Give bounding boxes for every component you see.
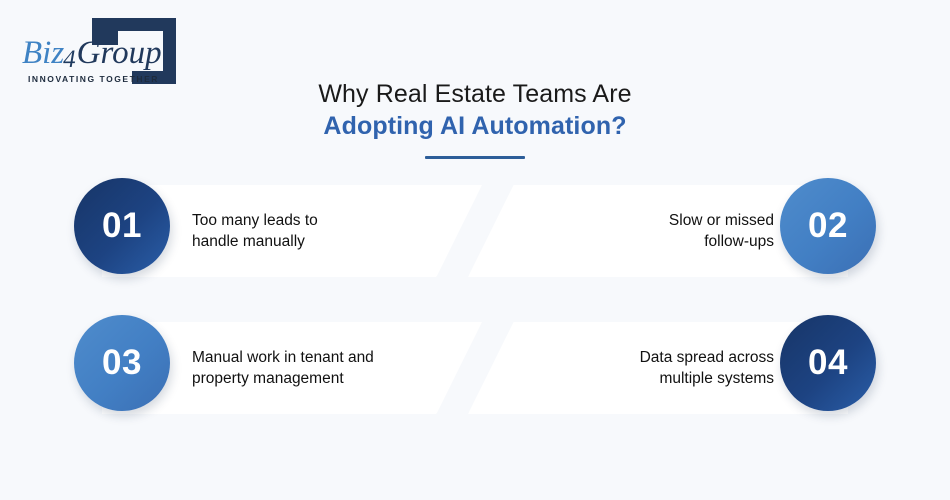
card-text-line-2: property management xyxy=(192,370,344,387)
card-number-badge: 03 xyxy=(74,315,170,411)
logo-tagline: INNOVATING TOGETHER xyxy=(28,74,159,84)
logo-text-biz: Biz xyxy=(22,35,65,71)
card-text-line-2: follow-ups xyxy=(704,233,774,250)
card-text-line-1: Slow or missed xyxy=(668,212,774,229)
card-text: Data spread across multiple systems xyxy=(506,322,774,414)
card-text: Too many leads to handle manually xyxy=(192,185,452,277)
card-text-line-1: Manual work in tenant and xyxy=(192,349,374,366)
card-text-line-2: handle manually xyxy=(192,233,305,250)
card-text-line-1: Too many leads to xyxy=(192,212,318,229)
card-number-badge: 02 xyxy=(780,178,876,274)
card-number-badge: 01 xyxy=(74,178,170,274)
list-item[interactable]: 02 Slow or missed follow-ups xyxy=(466,178,876,298)
logo-bracket-icon xyxy=(92,18,176,84)
logo-wordmark: Biz4Group xyxy=(22,32,172,74)
card-text-line-1: Data spread across xyxy=(639,349,774,366)
card-text-line-2: multiple systems xyxy=(659,370,774,387)
logo-text-group: Group xyxy=(76,35,162,71)
card-text: Manual work in tenant and property manag… xyxy=(192,322,452,414)
page-title: Why Real Estate Teams Are Adopting AI Au… xyxy=(0,78,950,159)
list-item[interactable]: 04 Data spread across multiple systems xyxy=(466,315,876,435)
card-text: Slow or missed follow-ups xyxy=(506,185,774,277)
title-divider xyxy=(425,156,525,159)
page-title-line-1: Why Real Estate Teams Are xyxy=(318,80,632,108)
reasons-list: 01 Too many leads to handle manually 02 … xyxy=(0,178,950,478)
list-item[interactable]: 01 Too many leads to handle manually xyxy=(74,178,484,298)
card-number-badge: 04 xyxy=(780,315,876,411)
brand-logo[interactable]: Biz4Group INNOVATING TOGETHER xyxy=(22,18,202,94)
list-item[interactable]: 03 Manual work in tenant and property ma… xyxy=(74,315,484,435)
page-title-line-2: Adopting AI Automation? xyxy=(323,112,627,140)
logo-text-four: 4 xyxy=(63,46,76,73)
